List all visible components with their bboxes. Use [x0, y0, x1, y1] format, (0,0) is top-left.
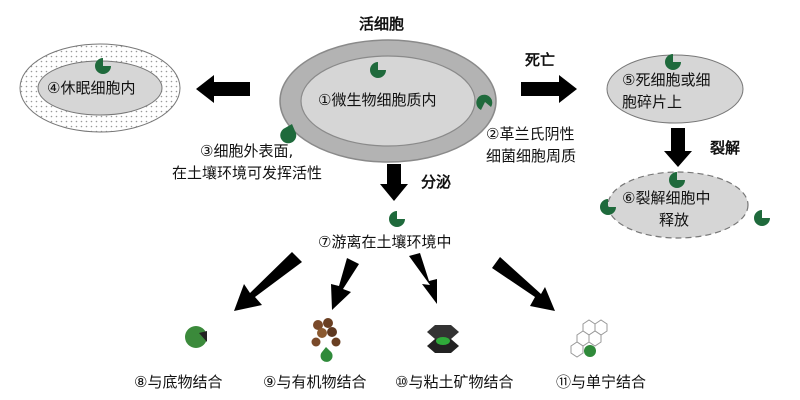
lysed-label-line2: 释放 — [659, 211, 690, 229]
cell-cytoplasm — [300, 55, 476, 147]
dead-cell-label-line2: 胞碎片上 — [622, 93, 683, 111]
enzyme-icon-lysed-left — [600, 199, 616, 215]
enzyme-icon-surface — [280, 124, 297, 144]
dead-cell — [606, 54, 744, 124]
cell-surface-label-line1: ③细胞外表面, — [200, 142, 294, 160]
clay-label: ⑩与粘土矿物结合 — [395, 373, 514, 391]
dead-cell-label-line1: ⑤死细胞或细 — [622, 71, 711, 89]
enzyme-icon-cytoplasm — [370, 62, 386, 78]
arrow-death — [521, 75, 577, 103]
arrow-to-substrate — [234, 252, 302, 311]
dormant-label: ④休眠细胞内 — [47, 79, 136, 97]
secretion-label: 分泌 — [421, 173, 452, 191]
cell-surface-label-line2: 在土壤环境可发挥活性 — [172, 164, 323, 182]
enzyme-icon-free — [389, 211, 405, 227]
organic-label: ⑨与有机物结合 — [263, 373, 367, 391]
tannin-icon — [570, 319, 608, 358]
enzyme-icon-dead-cell — [665, 54, 681, 70]
periplasm-label-line2: 细菌细胞周质 — [486, 147, 577, 165]
dead-cell-body — [606, 54, 744, 124]
arrow-to-organic — [331, 258, 359, 310]
arrow-to-clay — [409, 253, 437, 304]
dormant-cell — [19, 43, 181, 133]
substrate-complex-icon — [185, 326, 207, 348]
live-cell — [279, 39, 497, 163]
cytoplasm-label: ①微生物细胞质内 — [318, 91, 437, 109]
lysed-cell-body — [607, 171, 749, 239]
periplasm-label-line1: ②革兰氏阴性 — [486, 125, 575, 143]
tannin-label: ⑪与单宁结合 — [556, 373, 647, 391]
arrow-to-tannin — [492, 257, 555, 311]
enzyme-icon-lysed-right — [754, 210, 770, 226]
enzyme-icon-lysed-top — [669, 172, 685, 188]
lysed-cell — [600, 171, 770, 239]
clay-mineral-icon — [427, 325, 459, 353]
death-label: 死亡 — [525, 51, 556, 69]
organic-matter-icon — [311, 318, 341, 362]
lysis-label: 裂解 — [710, 139, 741, 157]
arrow-to-dormant — [196, 75, 250, 103]
lysed-label-line1: ⑥裂解细胞中 — [622, 189, 711, 207]
live-cell-title: 活细胞 — [359, 15, 405, 33]
free-enzyme-label: ⑦游离在土壤环境中 — [318, 233, 452, 251]
enzyme-icon-dormant — [95, 58, 111, 74]
arrow-lysis — [664, 128, 692, 167]
enzyme-icon-periplasm — [476, 94, 493, 110]
substrate-label: ⑧与底物结合 — [134, 373, 223, 391]
arrow-secretion — [380, 164, 408, 201]
